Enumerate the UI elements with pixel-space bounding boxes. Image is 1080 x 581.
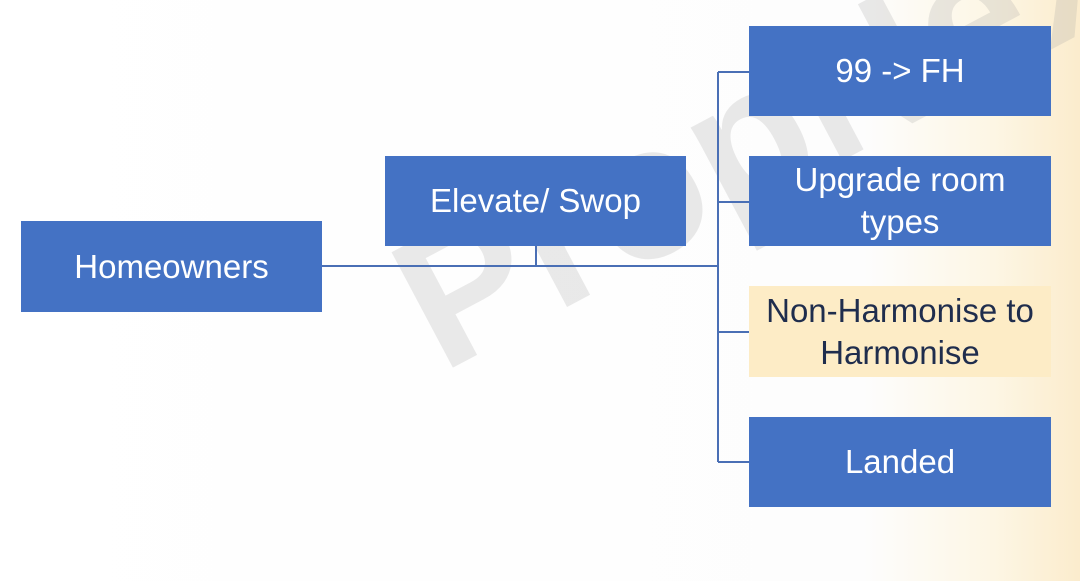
node-landed: Landed [749,417,1051,507]
node-non-harmonise-to-harmonise: Non-Harmonise to Harmonise [749,286,1051,377]
node-99-to-fh: 99 -> FH [749,26,1051,116]
node-homeowners: Homeowners [21,221,322,312]
node-elevate-swop: Elevate/ Swop [385,156,686,246]
node-upgrade-room-types: Upgrade room types [749,156,1051,246]
